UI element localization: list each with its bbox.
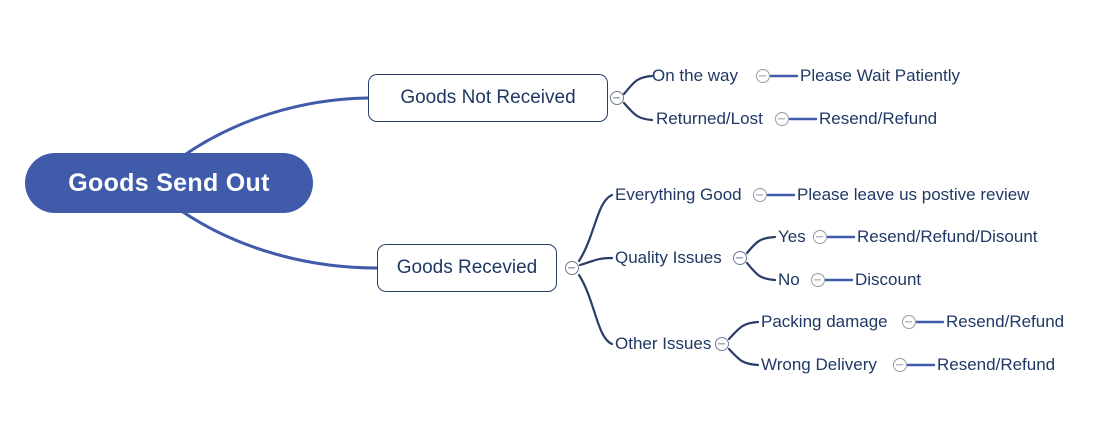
collapse-toggle-everything-good[interactable]: [753, 188, 767, 202]
node-on-the-way[interactable]: On the way: [652, 66, 738, 85]
edge-qi-to-no: [745, 261, 777, 282]
collapse-toggle-returned-lost[interactable]: [775, 112, 789, 126]
collapse-toggle-yes[interactable]: [813, 230, 827, 244]
edge-rc-to-quality-issues: [578, 256, 614, 267]
node-discount[interactable]: Discount: [855, 270, 922, 289]
node-no[interactable]: No: [778, 270, 800, 289]
collapse-toggle-packing-damage[interactable]: [902, 315, 916, 329]
node-everything-good[interactable]: Everything Good: [615, 185, 742, 204]
branch-node-label: Goods Not Received: [400, 87, 576, 108]
edge-qi-to-yes: [745, 235, 777, 255]
collapse-toggle-goods-recevied[interactable]: [565, 261, 579, 275]
collapse-toggle-no[interactable]: [811, 273, 825, 287]
collapse-toggle-wrong-delivery[interactable]: [893, 358, 907, 372]
branch-node-label: Goods Recevied: [396, 257, 538, 278]
node-other-issues[interactable]: Other Issues: [615, 334, 712, 353]
node-returned-lost[interactable]: Returned/Lost: [656, 109, 763, 128]
node-yes[interactable]: Yes: [778, 227, 806, 246]
edge-nr-to-returned-lost: [622, 101, 654, 122]
node-quality-issues[interactable]: Quality Issues: [615, 248, 722, 267]
root-node-label: Goods Send Out: [68, 168, 270, 197]
node-resend-refund-disount[interactable]: Resend/Refund/Disount: [857, 227, 1038, 246]
collapse-toggle-other-issues[interactable]: [715, 337, 729, 351]
edge-root-to-not-received: [181, 96, 370, 158]
node-resend-refund-returned[interactable]: Resend/Refund: [819, 109, 938, 128]
root-node[interactable]: Goods Send Out: [25, 153, 313, 213]
node-resend-refund-wrong-delivery[interactable]: Resend/Refund: [937, 355, 1056, 374]
edge-root-to-received: [181, 210, 379, 270]
node-wrong-delivery[interactable]: Wrong Delivery: [761, 355, 877, 374]
node-packing-damage[interactable]: Packing damage: [761, 312, 888, 331]
edge-oi-to-wrong-delivery: [727, 347, 760, 367]
collapse-toggle-goods-not-received[interactable]: [610, 91, 624, 105]
collapse-toggle-quality-issues[interactable]: [733, 251, 747, 265]
node-please-wait-patiently[interactable]: Please Wait Patiently: [800, 66, 960, 85]
edge-rc-to-other-issues: [577, 273, 614, 346]
edge-rc-to-everything-good: [577, 193, 614, 263]
collapse-toggle-on-the-way[interactable]: [756, 69, 770, 83]
node-please-leave-us-postive-review[interactable]: Please leave us postive review: [797, 185, 1030, 204]
branch-node-goods-recevied[interactable]: Goods Recevied: [377, 244, 557, 292]
node-resend-refund-packing[interactable]: Resend/Refund: [946, 312, 1065, 331]
edge-oi-to-packing-damage: [727, 320, 760, 341]
edge-nr-to-on-the-way: [622, 74, 654, 96]
branch-node-goods-not-received[interactable]: Goods Not Received: [368, 74, 608, 122]
